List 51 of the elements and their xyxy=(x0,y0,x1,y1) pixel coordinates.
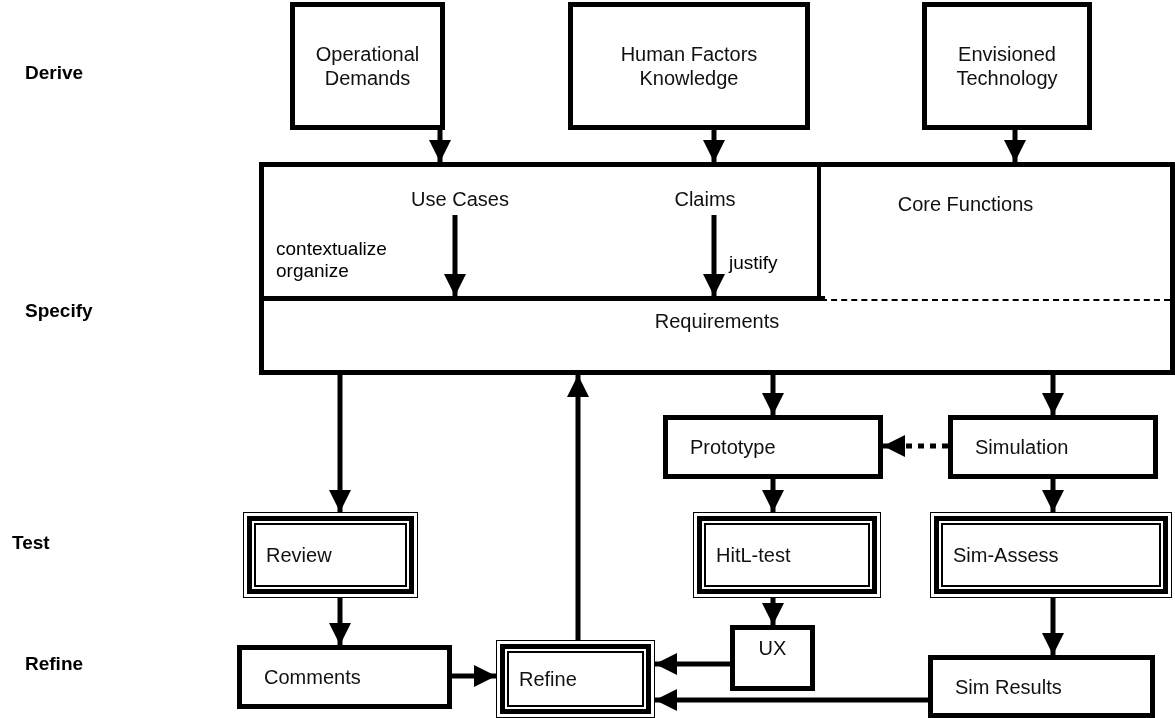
node-label: UX xyxy=(758,636,787,661)
arrow xyxy=(444,215,466,296)
node-label: Envisioned Technology xyxy=(955,42,1059,90)
node-label: Use Cases xyxy=(411,187,509,211)
arrow xyxy=(452,665,496,687)
arrow xyxy=(329,375,351,512)
refine-box xyxy=(496,640,655,718)
arrow xyxy=(1042,479,1064,512)
node-label: Sim Results xyxy=(955,674,1062,699)
node-label: Simulation xyxy=(975,435,1069,459)
arrow xyxy=(1042,375,1064,415)
node-label: Prototype xyxy=(690,435,776,459)
arrow xyxy=(1042,598,1064,655)
process-box xyxy=(568,2,810,130)
arrow xyxy=(1004,130,1026,162)
test-box xyxy=(243,512,418,598)
phase-label: Derive xyxy=(25,62,84,84)
process-box xyxy=(237,645,452,709)
test-box xyxy=(930,512,1172,598)
arrow xyxy=(703,215,725,296)
arrow xyxy=(329,598,351,645)
arrow xyxy=(762,375,784,415)
arrow xyxy=(567,375,589,640)
node-label: Comments xyxy=(264,665,361,689)
arrow xyxy=(655,653,730,675)
node-label: Refine xyxy=(519,667,577,691)
dotted-arrow xyxy=(883,435,948,457)
process-box xyxy=(730,625,815,691)
process-box xyxy=(948,415,1158,479)
arrow xyxy=(762,479,784,512)
process-box xyxy=(922,2,1092,130)
arrow xyxy=(703,130,725,162)
arrow xyxy=(655,689,928,711)
arrow xyxy=(762,598,784,625)
node-label: Human Factors Knowledge xyxy=(619,42,759,90)
node-label: Operational Demands xyxy=(314,42,421,90)
phase-label: Test xyxy=(12,532,50,554)
phase-label: Specify xyxy=(25,300,93,322)
specification-box xyxy=(259,162,1175,375)
process-box xyxy=(928,655,1155,718)
node-label: Core Functions xyxy=(897,192,1034,217)
node-label: HitL-test xyxy=(716,543,791,567)
process-box xyxy=(663,415,883,479)
node-label: Claims xyxy=(674,187,736,211)
test-box xyxy=(693,512,881,598)
node-label: Requirements xyxy=(654,309,780,334)
arrow xyxy=(429,130,451,162)
phase-label: Refine xyxy=(25,653,84,675)
node-label: Sim-Assess xyxy=(953,543,1059,567)
process-box xyxy=(290,2,445,130)
node-label: Review xyxy=(266,543,332,567)
